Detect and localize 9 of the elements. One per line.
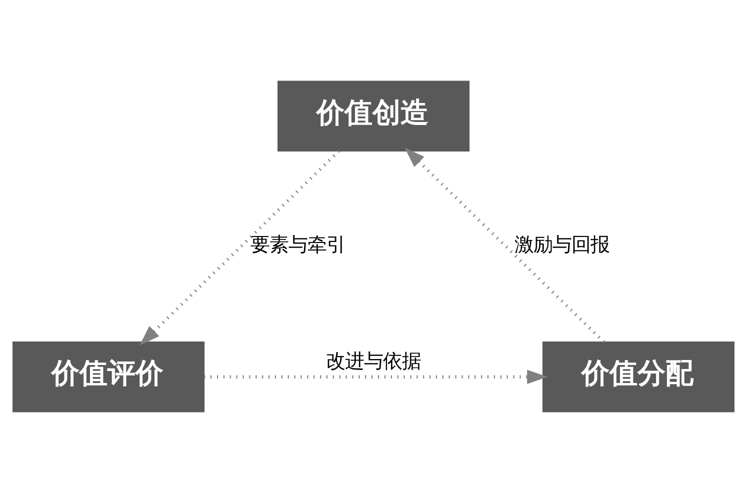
arrow — [140, 149, 340, 345]
edge-label: 要素与牵引 — [250, 232, 346, 256]
node-box: 价值创造 — [277, 80, 470, 152]
arrow — [204, 369, 548, 384]
node-box: 价值分配 — [542, 340, 734, 412]
node-box: 价值评价 — [12, 340, 205, 412]
arrow — [404, 147, 605, 343]
edge-label: 激励与回报 — [514, 232, 610, 256]
edge-label: 改进与依据 — [326, 349, 421, 372]
